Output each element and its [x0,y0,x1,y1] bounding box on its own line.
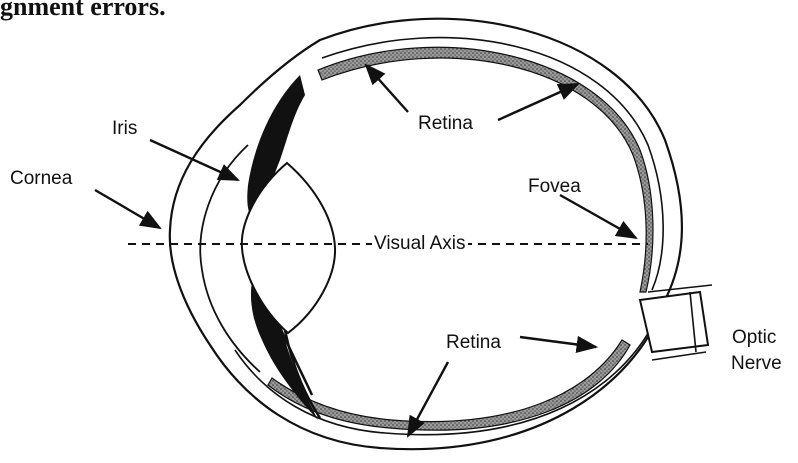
label-iris: Iris [112,118,137,140]
label-retina-top: Retina [418,113,473,135]
label-retina-bottom: Retina [446,332,501,354]
label-cornea: Cornea [10,168,72,190]
fovea-arrow [560,195,636,238]
iris-arrow [150,140,238,180]
optic-nerve [640,292,708,352]
heading-fragment: gnment errors. [0,0,166,22]
label-fovea: Fovea [528,176,581,198]
retina-bottom-arrow-right [520,337,596,347]
retina-top-arrow-left [366,65,408,112]
label-optic: Optic [732,327,776,349]
retina-band-top [318,47,653,292]
label-visual-axis: Visual Axis [372,233,468,255]
label-nerve: Nerve [731,353,782,375]
cornea-arrow [95,190,160,228]
retina-top-arrow-right [498,84,578,120]
